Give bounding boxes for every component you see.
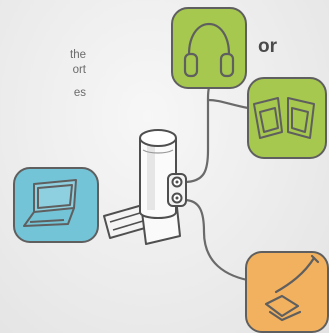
audio-jacks	[168, 174, 186, 206]
instruction-text: the ort es	[0, 48, 86, 101]
cable-to-speakers	[208, 100, 248, 108]
usb-adapter-device	[104, 130, 186, 244]
headphones-tile	[172, 8, 246, 88]
instruction-line-3: es	[0, 86, 86, 101]
instruction-line-1: the	[0, 48, 86, 63]
laptop-tile	[14, 168, 98, 242]
or-label: or	[258, 36, 277, 58]
instruction-line-2: ort	[0, 63, 86, 78]
microphone-tile	[246, 252, 328, 332]
speakers-tile	[248, 78, 326, 158]
